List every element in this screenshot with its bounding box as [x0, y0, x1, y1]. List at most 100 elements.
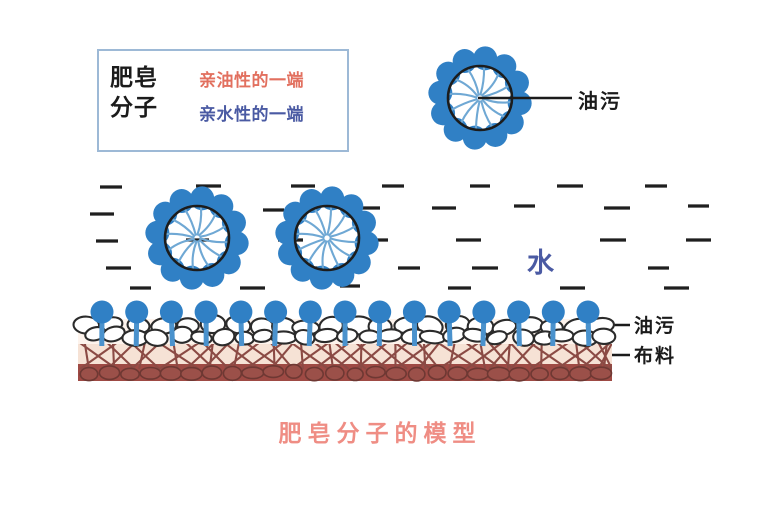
fabric-thread	[272, 344, 276, 370]
micelle-tail	[480, 100, 493, 128]
micelle-group	[145, 46, 532, 290]
micelle-tail	[467, 68, 480, 96]
fabric-fiber-cell	[365, 365, 386, 379]
micelle-tail	[479, 66, 486, 96]
surfactant-molecule	[90, 300, 114, 347]
micelle-tail	[191, 240, 198, 270]
surfactant-head	[507, 300, 531, 324]
label-fabric: 布料	[634, 346, 677, 367]
fabric-thread	[172, 344, 179, 370]
fabric-thread	[328, 344, 335, 370]
micelle-tail	[314, 208, 327, 236]
micelle-core-outline	[163, 204, 231, 272]
micelle-tail	[326, 206, 333, 236]
surfactant-molecule	[194, 300, 218, 347]
micelle-tail	[295, 232, 325, 239]
micelle-tail	[482, 97, 512, 104]
micelle-tail	[460, 99, 479, 124]
micelle-tail	[329, 237, 359, 244]
surfactant-head	[298, 300, 322, 324]
micelle-tail	[450, 98, 478, 111]
fabric-thread	[111, 344, 116, 370]
surfactant-molecule	[437, 300, 461, 347]
fabric-fiber-cell	[201, 365, 223, 380]
micelle-core-outline	[293, 204, 361, 272]
micelle-tail	[199, 225, 227, 238]
fabric-fiber-cell	[222, 365, 243, 382]
micelle-head	[275, 220, 300, 245]
surfactant-molecule	[541, 300, 565, 347]
micelle-tail	[328, 212, 347, 237]
micelle-tail	[301, 218, 326, 237]
fabric-thread	[602, 344, 608, 370]
micelle-tail	[198, 212, 217, 237]
fabric-fiber-cell	[139, 366, 162, 380]
surfactant-molecule	[472, 300, 496, 347]
micelle-tail	[327, 240, 340, 268]
surfactant-head	[125, 300, 149, 324]
fabric-fiber-cell	[550, 366, 570, 381]
fabric-fiber-cell	[346, 367, 364, 382]
fabric-fiber-cell	[466, 367, 490, 381]
micelle-head	[473, 46, 498, 71]
surfactant-head	[368, 300, 392, 324]
fabric-thread	[83, 344, 90, 370]
surfactant-molecule	[159, 300, 183, 347]
surfactant-head	[402, 300, 426, 324]
micelle-tail	[165, 232, 195, 239]
surfactant-head	[541, 300, 565, 324]
micelle-tail	[184, 208, 197, 236]
micelle-mid-right	[275, 186, 379, 290]
surfactant-molecule	[402, 300, 426, 347]
surfactant-molecule	[264, 300, 288, 347]
fabric-fiber-cell	[589, 366, 613, 381]
fabric-thread	[130, 344, 160, 370]
oil-film-cell	[211, 327, 236, 347]
legend-title: 肥皂 分子	[110, 64, 158, 120]
micelle-head	[224, 231, 249, 256]
fabric-thread	[509, 344, 536, 370]
micelle-top	[428, 46, 532, 150]
oil-film-cell	[486, 330, 508, 346]
micelle-tail	[171, 218, 196, 237]
fabric-thread	[580, 344, 611, 370]
micelle-tail	[482, 85, 510, 98]
fabric-fiber-cell	[98, 365, 121, 381]
micelle-head	[145, 220, 170, 245]
surfactant-molecule	[576, 300, 600, 347]
surfactant-head	[437, 300, 461, 324]
surfactant-head	[229, 300, 253, 324]
surfactant-head	[333, 300, 357, 324]
micelle-tail	[197, 240, 210, 268]
fabric-thread	[540, 344, 543, 370]
fabric-thread-lines	[79, 344, 612, 370]
fabric-fiber-cell	[79, 366, 99, 382]
micelle-head	[354, 231, 379, 256]
legend-box	[97, 49, 349, 152]
fabric-fiber-cell	[385, 366, 408, 381]
fabric-fiber-cell	[427, 364, 447, 381]
fabric-thread	[185, 344, 215, 370]
label-water: 水	[527, 248, 554, 278]
surfactant-molecule	[298, 300, 322, 347]
fabric-thread	[245, 344, 284, 370]
micelle-tail	[199, 237, 229, 244]
fabric-fiber-cell	[486, 366, 511, 382]
micelle-tail	[196, 206, 203, 236]
surfactant-molecule-row	[90, 300, 600, 347]
fabric-thread	[506, 344, 511, 370]
fabric-thread	[417, 344, 440, 370]
label-oil-stain-film: 油污	[634, 316, 677, 337]
fabric-thread	[202, 344, 230, 370]
surfactant-head	[194, 300, 218, 324]
micelle-tail	[307, 239, 326, 264]
surfactant-head	[159, 300, 183, 324]
surfactant-molecule	[507, 300, 531, 347]
figure-caption: 肥皂分子的模型	[278, 420, 482, 446]
micelle-tail	[321, 240, 328, 270]
oil-film-cell	[591, 327, 617, 345]
fabric-thread	[208, 344, 214, 370]
legend-entry-hydrophilic: 亲水性的一端	[199, 105, 304, 124]
fabric-fiber-cell	[179, 366, 203, 382]
